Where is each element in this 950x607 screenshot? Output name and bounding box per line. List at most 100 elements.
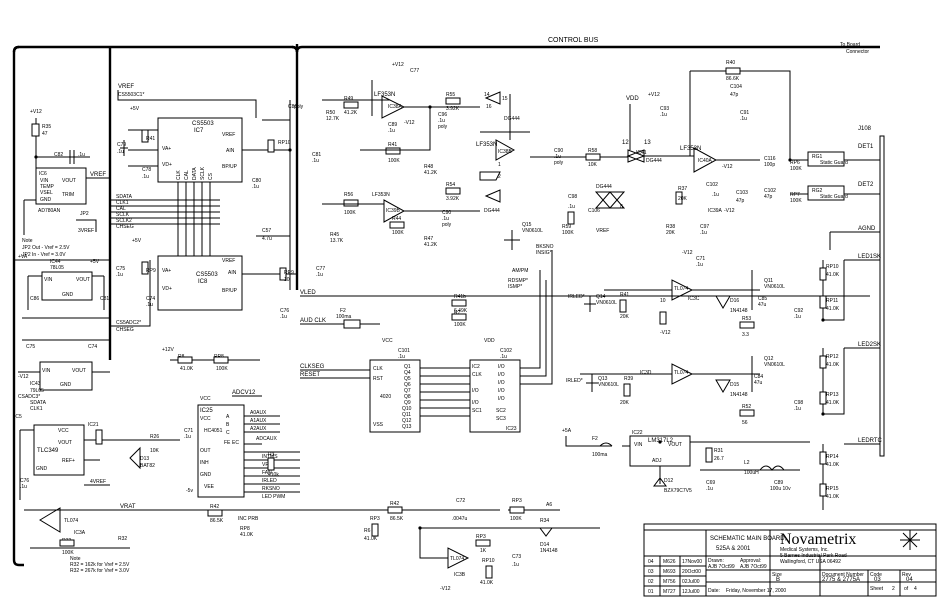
svg-text:Static Guard: Static Guard	[820, 194, 848, 200]
svg-text:C81: C81	[100, 296, 109, 302]
svg-text:D16: D16	[730, 298, 739, 304]
svg-text:I/O: I/O	[498, 396, 505, 402]
svg-text:2: 2	[498, 174, 501, 180]
svg-text:20K: 20K	[620, 400, 630, 406]
company-logo-icon	[900, 530, 920, 550]
svg-text:INSIG*: INSIG*	[536, 250, 552, 256]
control-bus: CONTROL BUS To Board Connector	[12, 37, 880, 567]
svg-text:IC7: IC7	[194, 128, 204, 134]
svg-text:410k: 410k	[268, 472, 279, 478]
svg-text:C81: C81	[312, 152, 321, 158]
svg-text:100u 10v: 100u 10v	[770, 486, 791, 492]
svg-text:ADJ: ADJ	[652, 458, 662, 464]
svg-text:.1u: .1u	[388, 128, 395, 134]
svg-text:C80: C80	[252, 178, 261, 184]
svg-text:VA+: VA+	[162, 146, 171, 152]
svg-text:R32: R32	[118, 536, 127, 542]
svg-text:IC8: IC8	[198, 279, 208, 285]
svg-text:VCC: VCC	[58, 428, 69, 434]
svg-text:Q7: Q7	[404, 388, 411, 394]
junctions	[34, 105, 825, 530]
svg-text:VIN: VIN	[634, 442, 643, 448]
svg-text:D15: D15	[730, 382, 739, 388]
svg-text:RG2: RG2	[812, 188, 823, 194]
svg-text:L2: L2	[744, 460, 750, 466]
svg-text:+5A: +5A	[562, 428, 572, 434]
svg-text:RP9: RP9	[284, 270, 294, 276]
svg-text:VREF: VREF	[596, 228, 609, 234]
svg-text:IC3C: IC3C	[688, 296, 700, 302]
svg-text:12.7K: 12.7K	[326, 116, 340, 122]
svg-text:01: 01	[648, 589, 654, 595]
svg-text:R41: R41	[620, 292, 629, 298]
svg-text:LF353N: LF353N	[372, 192, 390, 198]
svg-text:RP10: RP10	[826, 264, 839, 270]
svg-text:C92: C92	[794, 308, 803, 314]
svg-text:SC1: SC1	[472, 408, 482, 414]
svg-text:C93: C93	[660, 106, 669, 112]
svg-text:RP10: RP10	[482, 558, 495, 564]
svg-text:VIN: VIN	[40, 178, 49, 184]
svg-text:R32 = 162k for Vref = 2.5V: R32 = 162k for Vref = 2.5V	[70, 562, 130, 568]
title-block: SCHEMATIC MAIN BOARD, 525A & 2001 Novame…	[643, 523, 937, 597]
svg-text:4: 4	[914, 586, 917, 592]
svg-text:RDSMP*: RDSMP*	[508, 278, 528, 284]
svg-text:Q4: Q4	[404, 370, 411, 376]
led-drivers: -V12 C71.1u TL074 IC3C IRLED* Q14 VN0610…	[566, 250, 845, 426]
svg-text:04: 04	[648, 559, 654, 565]
svg-text:IC6: IC6	[39, 171, 47, 177]
svg-text:AD780AN: AD780AN	[38, 208, 61, 214]
svg-text:4VREF: 4VREF	[90, 479, 106, 485]
svg-text:100K: 100K	[790, 166, 802, 172]
svg-text:CLK: CLK	[176, 170, 182, 180]
svg-text:Q11: Q11	[402, 412, 411, 418]
svg-text:47u: 47u	[758, 302, 767, 308]
svg-text:100K: 100K	[562, 230, 574, 236]
svg-text:INC PRB: INC PRB	[238, 516, 259, 522]
svg-text:VA+: VA+	[162, 268, 171, 274]
svg-text:.1u: .1u	[706, 486, 713, 492]
svg-text:BP/UP: BP/UP	[222, 288, 238, 294]
svg-text:RP3: RP3	[512, 498, 522, 504]
svg-text:Code: Code	[870, 572, 882, 578]
svg-text:D14: D14	[540, 542, 549, 548]
svg-text:.1u: .1u	[660, 112, 667, 118]
control-bus-label: CONTROL BUS	[548, 37, 599, 44]
svg-text:VREF: VREF	[90, 172, 106, 178]
svg-text:CHSEG: CHSEG	[116, 224, 134, 230]
svg-text:C71: C71	[184, 428, 193, 434]
svg-text:C85: C85	[758, 296, 767, 302]
svg-text:VREF: VREF	[222, 258, 235, 264]
svg-text:GND: GND	[62, 292, 74, 298]
svg-text:R45: R45	[330, 232, 339, 238]
svg-text:47p: 47p	[730, 92, 739, 98]
integrator-section: R42 86.5K C72 .0047u RP3 100K A6 RP3 R6 …	[230, 498, 600, 592]
svg-text:A2AUX: A2AUX	[250, 426, 267, 432]
svg-text:C98: C98	[568, 194, 577, 200]
svg-text:Size: Size	[772, 572, 782, 578]
svg-text:CLKSEG: CLKSEG	[300, 364, 325, 370]
svg-text:IC43: IC43	[30, 381, 41, 387]
svg-text:VN0610L: VN0610L	[764, 284, 785, 290]
svg-text:.1u: .1u	[312, 158, 319, 164]
svg-text:16: 16	[486, 104, 492, 110]
svg-text:100K: 100K	[62, 550, 74, 556]
svg-text:GND: GND	[60, 382, 72, 388]
svg-text:CLK1: CLK1	[30, 406, 43, 412]
ic23-box	[469, 359, 521, 433]
svg-text:47p: 47p	[764, 194, 773, 200]
svg-text:IRLED*: IRLED*	[568, 294, 585, 300]
svg-text:TL074: TL074	[674, 286, 688, 292]
svg-text:VD+: VD+	[162, 286, 172, 292]
svg-text:VCC: VCC	[200, 396, 211, 402]
svg-text:.1u: .1u	[712, 192, 719, 198]
svg-text:TL074: TL074	[674, 370, 688, 376]
svg-text:.1u: .1u	[438, 118, 445, 124]
svg-text:VREF: VREF	[222, 132, 235, 138]
connector-j108: J108 DET1 DET2 AGND LED1SK LED2SK LEDRTC	[829, 126, 885, 457]
svg-text:TL074: TL074	[450, 556, 464, 562]
svg-text:86.6K: 86.6K	[726, 76, 740, 82]
svg-text:C89: C89	[774, 480, 783, 486]
svg-text:I/O: I/O	[472, 388, 479, 394]
svg-text:Q5: Q5	[404, 376, 411, 382]
